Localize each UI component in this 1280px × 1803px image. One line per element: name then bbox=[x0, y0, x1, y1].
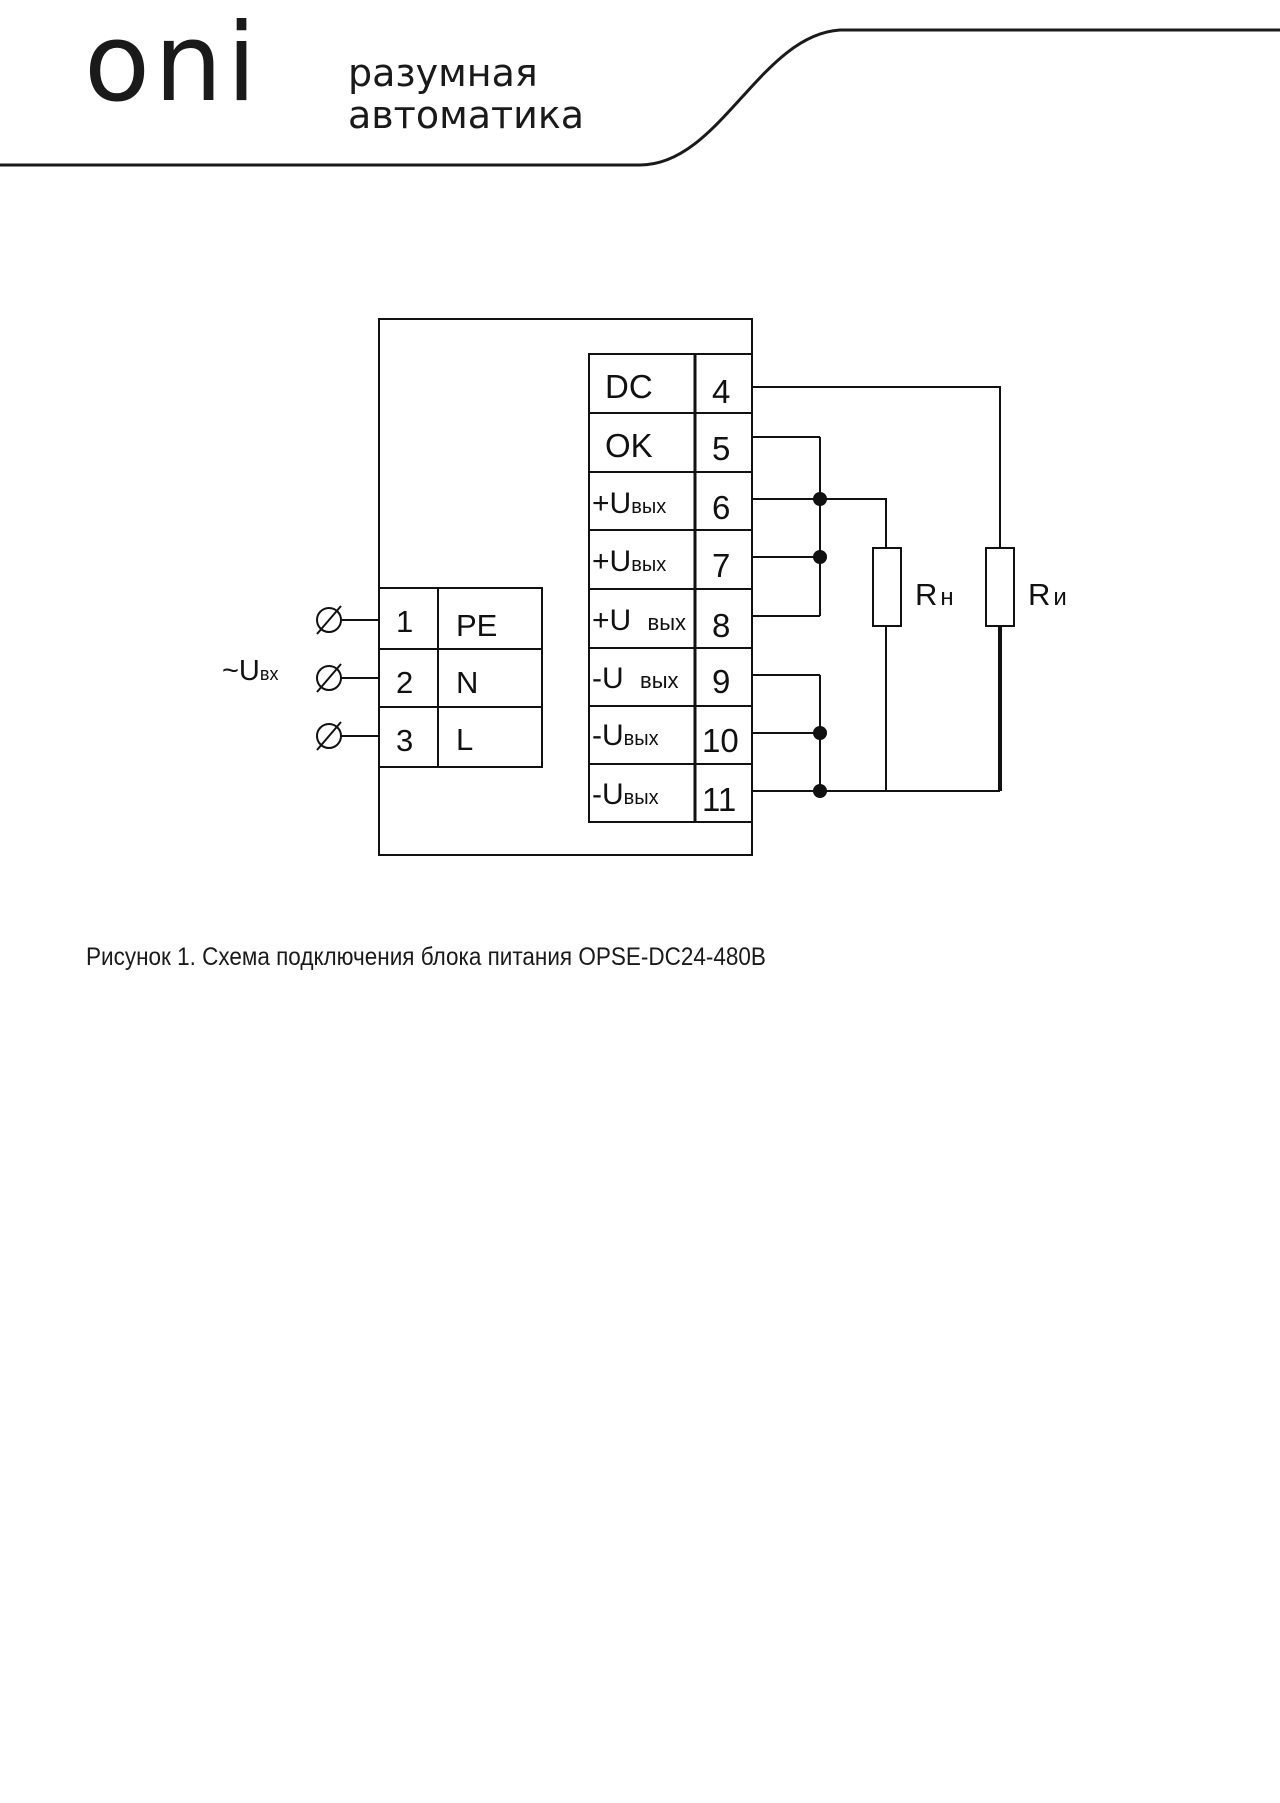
input-terminal-label: L bbox=[456, 722, 473, 757]
output-terminal-label: +U вых bbox=[592, 604, 686, 637]
junction-dots bbox=[813, 492, 827, 798]
input-voltage-label: ~Uвх bbox=[222, 655, 278, 687]
output-terminal-num: 8 bbox=[712, 607, 730, 644]
output-terminal-label: +Uвых bbox=[592, 545, 666, 578]
output-terminal-num: 11 bbox=[702, 781, 736, 818]
input-terminal-label: N bbox=[456, 665, 478, 700]
output-terminal-num: 4 bbox=[712, 373, 730, 410]
output-terminal-label: +Uвых bbox=[592, 487, 666, 520]
brand-tagline: разумная автоматика bbox=[348, 52, 584, 136]
input-terminal-label: PE bbox=[456, 608, 497, 643]
brand-logo: oni bbox=[84, 1, 261, 126]
output-terminal-num: 7 bbox=[712, 547, 730, 584]
figure-caption: Рисунок 1. Схема подключения блока питан… bbox=[86, 943, 766, 971]
tagline-line-1: разумная bbox=[348, 51, 538, 95]
resistor-rn bbox=[872, 547, 902, 627]
output-terminal-label: DC bbox=[605, 368, 653, 405]
tagline-line-2: автоматика bbox=[348, 93, 585, 137]
output-terminal-label: -U вых bbox=[592, 662, 679, 695]
output-terminal-label: -Uвых bbox=[592, 778, 659, 811]
output-wiring bbox=[752, 386, 1002, 792]
input-terminal-num: 1 bbox=[396, 604, 413, 639]
wiring-diagram: ~Uвх 1 PE 2 N 3 L DC OK +Uвых +Uвых +U в… bbox=[222, 318, 1067, 856]
header-curve bbox=[0, 28, 1280, 167]
input-terminal-symbols bbox=[316, 605, 379, 751]
output-terminal-num: 6 bbox=[712, 489, 730, 526]
output-terminal-label: -Uвых bbox=[592, 719, 659, 752]
input-terminal-num: 3 bbox=[396, 723, 413, 758]
output-terminal-num: 5 bbox=[712, 430, 730, 467]
resistor-ri bbox=[985, 547, 1015, 627]
output-terminal-num: 10 bbox=[702, 722, 739, 759]
page-header: oni разумная автоматика bbox=[0, 0, 1280, 180]
output-terminal-label: OK bbox=[605, 427, 653, 464]
output-terminal-num: 9 bbox=[712, 663, 730, 700]
input-terminal-num: 2 bbox=[396, 665, 413, 700]
